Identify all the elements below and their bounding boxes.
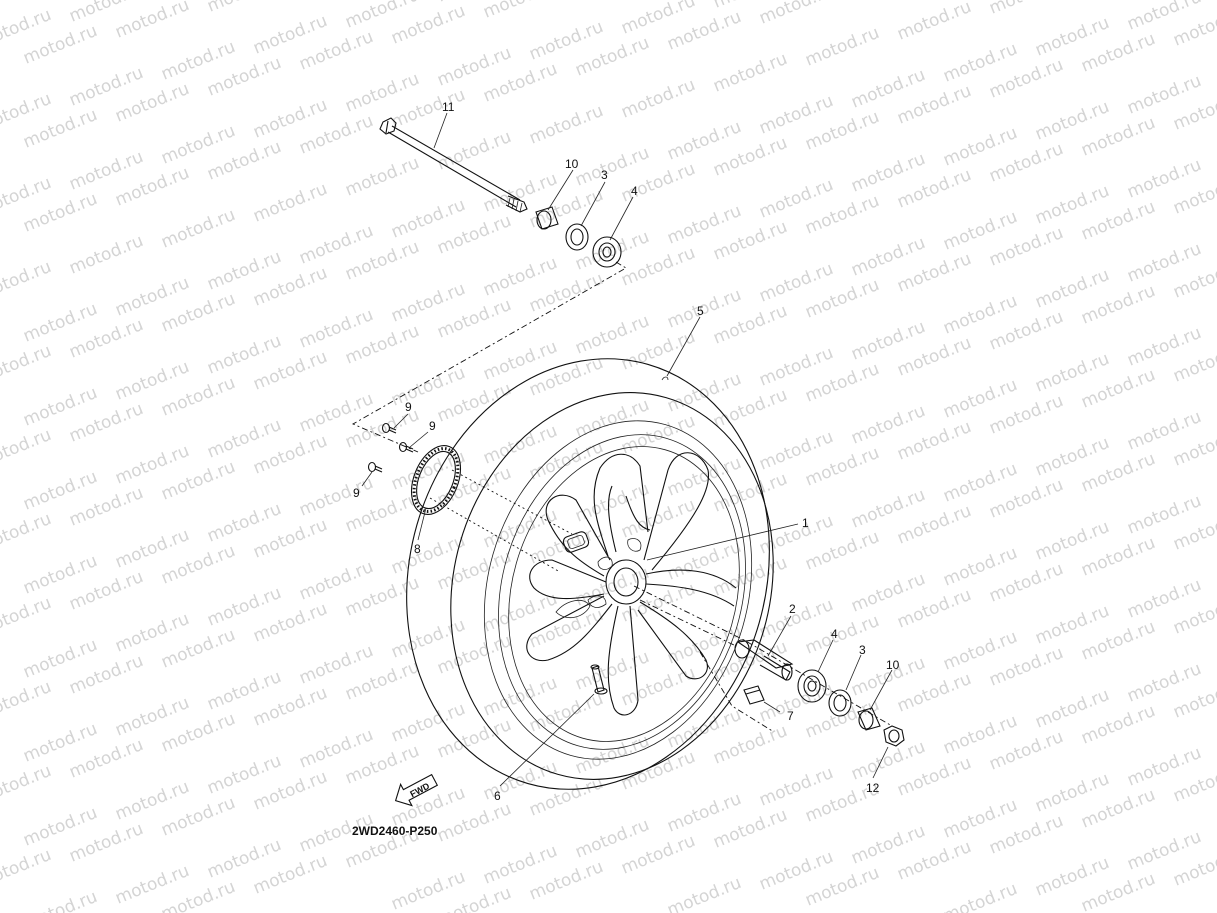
watermark-text: motod.ru	[986, 0, 1066, 19]
callout-9-b: 9	[429, 419, 436, 433]
collar-top	[535, 206, 559, 230]
collar-bottom	[857, 707, 881, 731]
watermark-text: motod.ru	[112, 0, 192, 43]
bearing-top	[592, 236, 622, 268]
watermark-text: motod.ru	[894, 0, 974, 45]
oil-seal-top	[565, 223, 589, 251]
callout-3-bottom: 3	[859, 643, 866, 657]
watermark-text: motod.ru	[158, 205, 238, 253]
watermark-text: motod.ru	[664, 873, 744, 913]
callout-12: 12	[866, 781, 880, 795]
watermark-text: motod.ru	[434, 127, 514, 175]
watermark-text: motod.ru	[756, 0, 836, 29]
collar-2	[734, 639, 794, 681]
watermark-text: motod.ru	[526, 101, 606, 149]
right-assembly-line-2	[639, 599, 737, 647]
callout-4-top: 4	[631, 184, 638, 198]
watermark-text: motod.ru	[0, 425, 54, 473]
watermark-text: motod.ru	[802, 23, 882, 71]
watermark-text: motod.ru	[480, 0, 560, 23]
cast-wheel-spokes	[526, 452, 737, 716]
oil-seal-bottom	[828, 689, 852, 717]
callout-8: 8	[414, 542, 421, 556]
diagram-code: 2WD2460-P250	[352, 824, 438, 838]
watermark-text: motod.ru	[20, 887, 100, 913]
callout-11: 11	[442, 100, 455, 114]
leader-lines	[361, 112, 893, 787]
watermark-text: motod.ru	[0, 509, 54, 557]
watermark-text: motod.ru	[940, 879, 1020, 913]
top-assembly-line	[351, 261, 627, 453]
callout-2: 2	[789, 602, 796, 616]
callout-6: 6	[494, 789, 501, 803]
watermark-text: motod.ru	[342, 153, 422, 201]
watermark-text: motod.ru	[710, 49, 790, 97]
watermark-text: motod.ru	[250, 179, 330, 227]
bearing-bottom	[797, 669, 827, 703]
watermark-text: motod.ru	[0, 677, 54, 725]
watermark-text: motod.ru	[0, 761, 54, 809]
watermark-text: motod.ru	[204, 0, 284, 17]
callout-3-top: 3	[601, 168, 608, 182]
speedo-collar	[743, 685, 765, 705]
axle-nut	[883, 725, 905, 747]
callout-10-top: 10	[565, 157, 579, 171]
watermark-text: motod.ru	[618, 75, 698, 123]
watermark-text: motod.ru	[0, 845, 54, 893]
callout-10-bottom: 10	[886, 658, 900, 672]
callout-9-a: 9	[405, 400, 412, 414]
watermark-text: motod.ru	[0, 257, 54, 305]
watermark-text: motod.ru	[66, 231, 146, 279]
callout-7: 7	[787, 709, 794, 723]
callout-numbers: 11 10 3 4 5 1 2 4 3 10 12 7 6 8 9 9 9	[353, 100, 900, 803]
sensor-rotor	[410, 445, 462, 515]
front-axle	[379, 117, 528, 213]
tire	[406, 358, 774, 790]
callout-1: 1	[802, 516, 809, 530]
watermark-text: motod.ru	[0, 593, 54, 641]
callout-4-bottom: 4	[831, 627, 838, 641]
rotor-bolts	[367, 422, 414, 473]
callout-5: 5	[697, 304, 704, 318]
watermark-text: motod.ru	[0, 341, 54, 389]
watermark-text: motod.ru	[848, 0, 928, 3]
callout-9-c: 9	[353, 486, 360, 500]
